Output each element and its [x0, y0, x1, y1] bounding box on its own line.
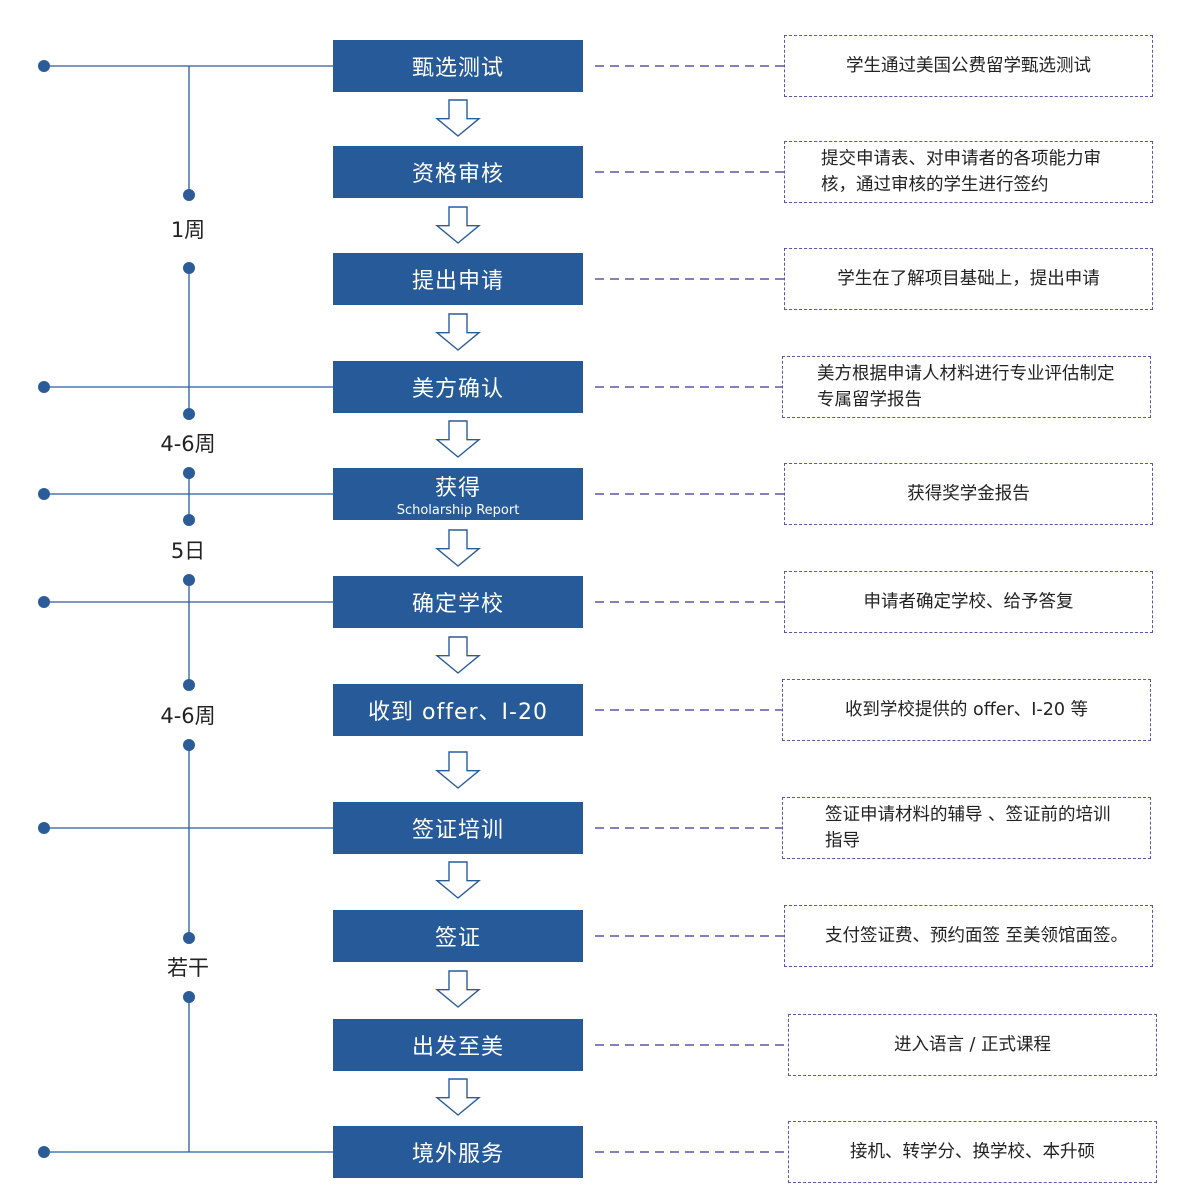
step-description: 提交申请表、对申请者的各项能力审 核，通过审核的学生进行签约 — [784, 141, 1153, 203]
step-description: 签证申请材料的辅导 、签证前的培训指导 — [782, 797, 1151, 859]
timeline-dot — [38, 381, 50, 393]
step-description: 收到学校提供的 offer、I-20 等 — [782, 679, 1151, 741]
step-box-overseas-service: 境外服务 — [333, 1126, 583, 1178]
step-title: 美方确认 — [411, 377, 504, 402]
duration-label: 4-6周 — [160, 432, 216, 456]
step-subtitle: Scholarship Report — [396, 503, 520, 518]
step-box-us-confirmation: 美方确认 — [333, 361, 583, 413]
timeline-dot — [38, 822, 50, 834]
down-arrow-icon — [435, 636, 481, 674]
timeline-dot — [183, 514, 195, 526]
step-description: 进入语言 / 正式课程 — [788, 1014, 1157, 1076]
step-box-qualification-review: 资格审核 — [333, 146, 583, 198]
step-title: 甄选测试 — [411, 56, 504, 81]
description-text: 支付签证费、预约面签 至美领馆面签。 — [825, 926, 1129, 946]
description-text: 申请者确定学校、给予答复 — [863, 592, 1074, 612]
timeline-dot — [183, 932, 195, 944]
step-box-visa: 签证 — [333, 910, 583, 962]
step-title: 签证培训 — [411, 818, 504, 843]
step-title: 出发至美 — [411, 1035, 504, 1060]
timeline-dot — [38, 596, 50, 608]
description-text: 学生在了解项目基础上，提出申请 — [837, 269, 1100, 289]
timeline-dot — [38, 1146, 50, 1158]
timeline-dot — [38, 488, 50, 500]
step-box-visa-training: 签证培训 — [333, 802, 583, 854]
timeline-dot — [183, 408, 195, 420]
description-text: 提交申请表、对申请者的各项能力审 核，通过审核的学生进行签约 — [821, 149, 1101, 195]
description-text: 接机、转学分、换学校、本升硕 — [850, 1142, 1095, 1162]
timeline-dot — [183, 679, 195, 691]
step-title: 确定学校 — [411, 592, 504, 617]
step-title: 获得 — [434, 476, 481, 501]
step-description: 支付签证费、预约面签 至美领馆面签。 — [784, 905, 1153, 967]
down-arrow-icon — [435, 751, 481, 789]
step-box-confirm-school: 确定学校 — [333, 576, 583, 628]
duration-label: 5日 — [170, 539, 206, 563]
duration-label: 若干 — [167, 956, 209, 980]
timeline-dot — [183, 189, 195, 201]
step-description: 学生在了解项目基础上，提出申请 — [784, 248, 1153, 310]
step-description: 获得奖学金报告 — [784, 463, 1153, 525]
step-title: 签证 — [434, 926, 481, 951]
description-text: 进入语言 / 正式课程 — [893, 1035, 1052, 1055]
step-box-depart-to-us: 出发至美 — [333, 1019, 583, 1071]
timeline-dot — [183, 467, 195, 479]
timeline-dot — [38, 60, 50, 72]
step-description: 接机、转学分、换学校、本升硕 — [788, 1121, 1157, 1183]
step-description: 申请者确定学校、给予答复 — [784, 571, 1153, 633]
down-arrow-icon — [435, 970, 481, 1008]
step-box-receive-offer: 收到 offer、I-20 — [333, 684, 583, 736]
down-arrow-icon — [435, 99, 481, 137]
step-description: 美方根据申请人材料进行专业评估制定专属留学报告 — [782, 356, 1151, 418]
step-box-screening-test: 甄选测试 — [333, 40, 583, 92]
down-arrow-icon — [435, 529, 481, 567]
down-arrow-icon — [435, 313, 481, 351]
description-text: 美方根据申请人材料进行专业评估制定专属留学报告 — [817, 364, 1115, 410]
description-text: 收到学校提供的 offer、I-20 等 — [844, 700, 1089, 720]
description-text: 签证申请材料的辅导 、签证前的培训指导 — [825, 805, 1111, 851]
step-title: 资格审核 — [411, 162, 504, 187]
step-title: 收到 offer、I-20 — [368, 700, 548, 725]
down-arrow-icon — [435, 420, 481, 458]
duration-label: 1周 — [170, 218, 206, 242]
step-title: 提出申请 — [411, 269, 504, 294]
down-arrow-icon — [435, 1078, 481, 1116]
timeline-dot — [183, 991, 195, 1003]
step-box-obtain-report: 获得 Scholarship Report — [333, 468, 583, 520]
duration-label: 4-6周 — [160, 704, 216, 728]
timeline-dot — [183, 574, 195, 586]
step-title: 境外服务 — [411, 1142, 504, 1167]
step-box-submit-application: 提出申请 — [333, 253, 583, 305]
description-text: 获得奖学金报告 — [907, 484, 1030, 504]
description-text: 学生通过美国公费留学甄选测试 — [846, 56, 1091, 76]
step-description: 学生通过美国公费留学甄选测试 — [784, 35, 1153, 97]
timeline-dot — [183, 739, 195, 751]
timeline-dot — [183, 262, 195, 274]
down-arrow-icon — [435, 861, 481, 899]
down-arrow-icon — [435, 206, 481, 244]
